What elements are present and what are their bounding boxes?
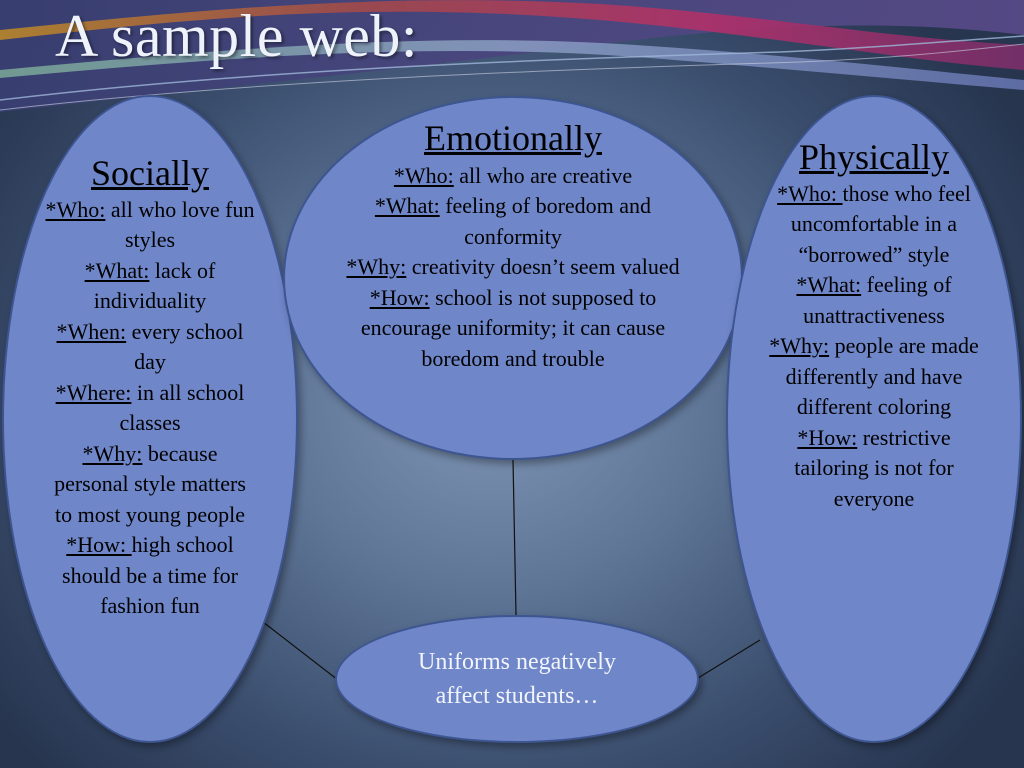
item-key: *How: — [369, 284, 430, 310]
item-key: *Who: — [777, 180, 843, 206]
item-text: feeling of boredom and conformity — [439, 193, 652, 249]
physically-oval: Physically *Who: those who feel uncomfor… — [726, 95, 1022, 743]
connector-center-physically — [697, 639, 761, 679]
item-text: creativity doesn’t seem valued — [406, 254, 680, 280]
socially-item: *When: every school day — [44, 317, 256, 378]
physically-item: *Why: people are made differently and ha… — [766, 331, 982, 423]
item-key: *Why: — [769, 333, 830, 359]
item-key: *How: — [797, 424, 858, 450]
socially-item: *What: lack of individuality — [44, 256, 256, 317]
item-key: *Why: — [82, 440, 143, 466]
item-key: *What: — [796, 272, 862, 298]
slide-title: A sample web: — [55, 3, 419, 69]
item-text: all who love fun styles — [105, 196, 255, 253]
item-text: because personal style matters to most y… — [54, 440, 246, 527]
socially-item: *How: high school should be a time for f… — [44, 530, 256, 622]
item-text: in all school classes — [119, 379, 245, 436]
item-key: *Why: — [346, 254, 407, 280]
center-text: Uniforms negatively affect students… — [418, 649, 616, 709]
item-text: all who are creative — [453, 162, 633, 188]
emotionally-item: *How: school is not supposed to encourag… — [340, 283, 686, 375]
emotionally-heading: Emotionally — [424, 118, 602, 158]
emotionally-oval: Emotionally *Who: all who are creative *… — [283, 96, 743, 460]
emotionally-item: *Who: all who are creative — [394, 161, 632, 192]
item-key: *How: — [66, 532, 132, 558]
socially-item: *Why: because personal style matters to … — [44, 439, 256, 531]
socially-item: *Where: in all school classes — [44, 378, 256, 439]
socially-heading: Socially — [91, 153, 209, 193]
item-key: *What: — [84, 257, 150, 283]
emotionally-item: *Why: creativity doesn’t seem valued — [346, 252, 679, 283]
item-key: *What: — [374, 193, 440, 219]
physically-item: *Who: those who feel uncomfortable in a … — [766, 179, 982, 271]
physically-item: *How: restrictive tailoring is not for e… — [766, 423, 982, 515]
item-key: *Who: — [45, 196, 106, 222]
center-oval: Uniforms negatively affect students… — [335, 615, 699, 743]
item-text: those who feel uncomfortable in a “borro… — [790, 180, 971, 267]
item-text: every school day — [126, 318, 244, 375]
connector-center-socially — [262, 621, 339, 681]
emotionally-item: *What: feeling of boredom and conformity — [340, 191, 686, 252]
item-text: lack of individuality — [93, 257, 216, 314]
item-text: restrictive tailoring is not for everyon… — [794, 424, 954, 511]
socially-item: *Who: all who love fun styles — [44, 195, 256, 256]
item-text: feeling of unattractiveness — [803, 272, 952, 328]
physically-item: *What: feeling of unattractiveness — [766, 270, 982, 331]
decorative-swoosh — [0, 0, 1024, 112]
item-text: school is not supposed to encourage unif… — [360, 284, 666, 371]
socially-oval: Socially *Who: all who love fun styles *… — [2, 95, 298, 743]
item-key: *Where: — [55, 379, 132, 405]
connector-center-emotionally — [512, 459, 517, 616]
item-key: *Who: — [393, 162, 454, 188]
item-key: *When: — [56, 318, 127, 344]
item-text: people are made differently and have dif… — [785, 333, 979, 420]
physically-heading: Physically — [799, 137, 949, 177]
item-text: high school should be a time for fashion… — [62, 532, 238, 619]
